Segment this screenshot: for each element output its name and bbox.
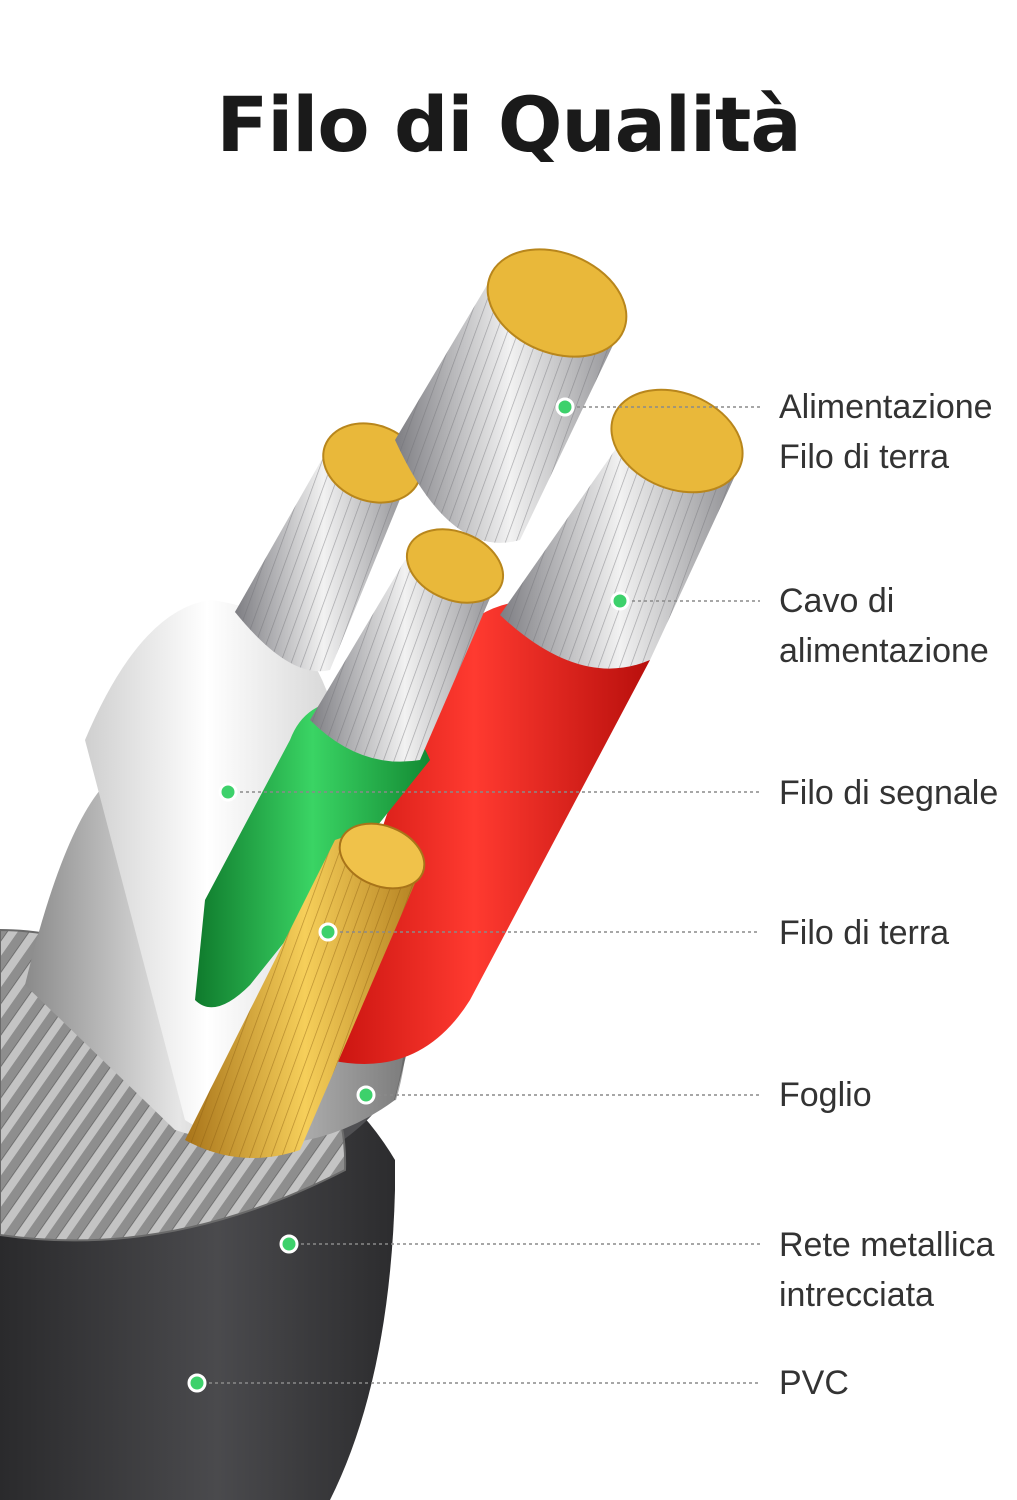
- marker-filo-di-segnale: [218, 782, 238, 802]
- leader-lines: [197, 406, 760, 1384]
- label-foglio: Foglio: [779, 1070, 872, 1120]
- label-cavo-di-alimentazione: Cavo di alimentazione: [779, 576, 989, 676]
- label-rete-metallica-intrecciata: Rete metallica intrecciata: [779, 1220, 994, 1320]
- label-line: PVC: [779, 1364, 849, 1402]
- top-silver-conductor: [395, 248, 628, 543]
- gold-drain-wire: [185, 822, 426, 1158]
- marker-foglio: [356, 1085, 376, 1105]
- label-alimentazione-filo-di-terra: Alimentazione Filo di terra: [779, 382, 993, 482]
- marker-pvc: [187, 1373, 207, 1393]
- label-line: alimentazione: [779, 632, 989, 670]
- label-line: Filo di terra: [779, 438, 950, 476]
- label-filo-di-segnale: Filo di segnale: [779, 768, 998, 818]
- label-line: Alimentazione: [779, 388, 993, 426]
- label-line: intrecciata: [779, 1276, 934, 1314]
- green-conductor: [195, 528, 505, 1008]
- page-title: Filo di Qualità: [216, 80, 801, 169]
- label-line: Rete metallica: [779, 1226, 995, 1264]
- markers: [187, 397, 630, 1393]
- label-line: Filo di segnale: [779, 774, 999, 812]
- label-line: Cavo di: [779, 582, 895, 620]
- label-pvc: PVC: [779, 1358, 849, 1408]
- marker-rete-metallica: [279, 1234, 299, 1254]
- marker-cavo-di-alimentazione: [610, 591, 630, 611]
- label-line: Foglio: [779, 1076, 872, 1114]
- marker-alimentazione: [555, 397, 575, 417]
- marker-filo-di-terra: [318, 922, 338, 942]
- red-conductor: [330, 388, 744, 1064]
- label-line: Filo di terra: [779, 914, 950, 952]
- label-filo-di-terra: Filo di terra: [779, 908, 949, 958]
